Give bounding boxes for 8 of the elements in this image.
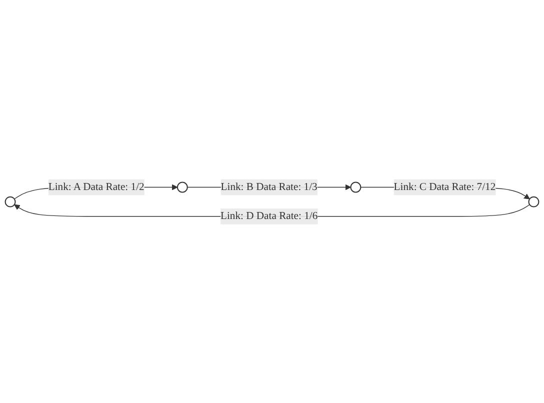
edge-label: Link: C Data Rate: 7/12 xyxy=(394,180,496,192)
node-circle xyxy=(350,181,362,192)
edge-label: Link: A Data Rate: 1/2 xyxy=(48,180,144,192)
node-circle xyxy=(4,196,16,207)
node-circle xyxy=(528,196,540,207)
edge-label: Link: B Data Rate: 1/3 xyxy=(220,180,318,192)
edge-label: Link: D Data Rate: 1/6 xyxy=(220,210,318,222)
node-circle xyxy=(176,181,188,192)
